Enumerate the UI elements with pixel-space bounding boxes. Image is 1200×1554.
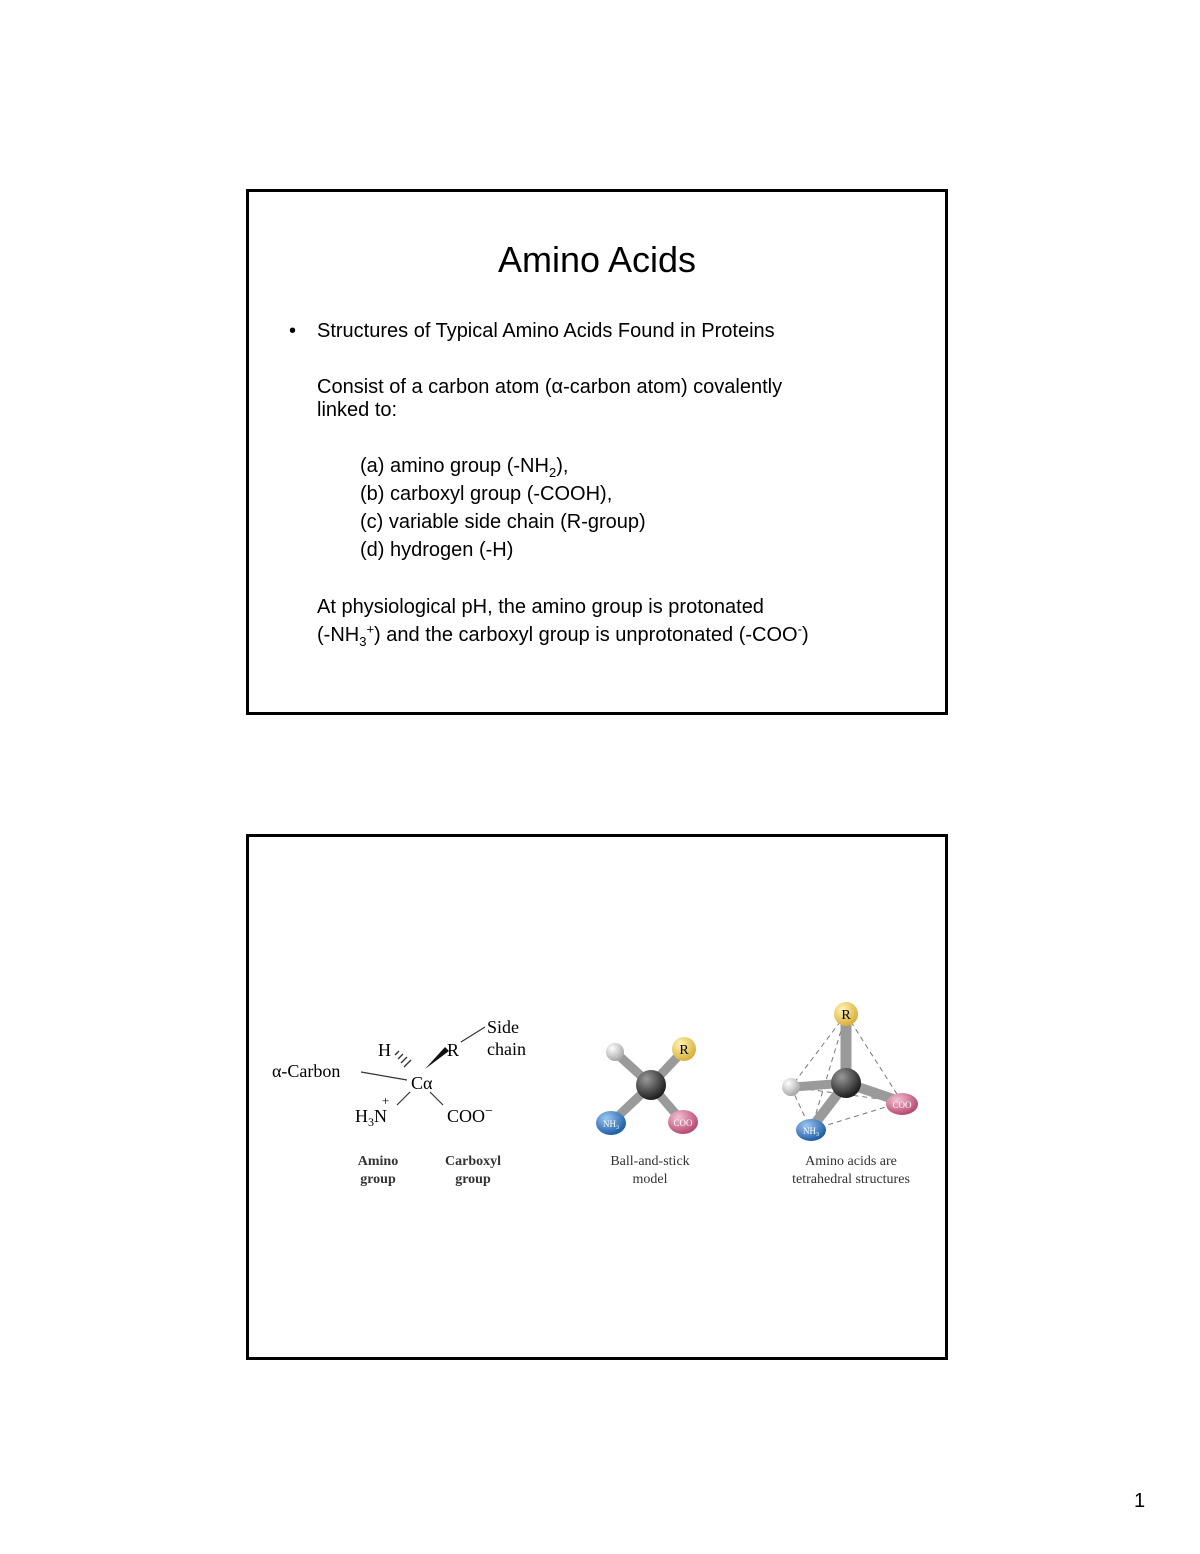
carboxyl-group-caption-1: Carboxyl bbox=[445, 1154, 501, 1169]
page-number: 1 bbox=[1134, 1490, 1146, 1512]
amino-group-caption-1: Amino bbox=[358, 1154, 398, 1169]
wedge-bond-r bbox=[425, 1047, 449, 1069]
tetra-coo-ball-icon bbox=[886, 1093, 918, 1115]
bullet-text: Structures of Typical Amino Acids Found … bbox=[317, 320, 775, 342]
ball-stick-caption-2: model bbox=[633, 1172, 668, 1187]
consist-line-2: linked to: bbox=[317, 399, 398, 421]
bond-n bbox=[396, 1091, 411, 1106]
r-label: R bbox=[447, 1040, 459, 1060]
nh3-ball-icon bbox=[596, 1111, 626, 1135]
consist-line-1: Consist of a carbon atom (α-carbon atom)… bbox=[317, 376, 783, 398]
bond-coo bbox=[429, 1091, 444, 1106]
tetra-nh3-label: NH3 bbox=[803, 1126, 819, 1138]
alpha-carbon-label: α-Carbon bbox=[272, 1061, 340, 1081]
tetrahedral-caption-2: tetrahedral structures bbox=[792, 1172, 910, 1187]
structure-figure: α-Carbon H R Side chain Cα + H3N COO− Am… bbox=[272, 1002, 918, 1187]
tetra-carbon-ball-icon bbox=[831, 1068, 861, 1098]
tetra-r-ball-icon bbox=[834, 1002, 858, 1026]
item-carboxyl-group: (b) carboxyl group (-COOH), bbox=[360, 483, 613, 505]
c-alpha-label: Cα bbox=[411, 1073, 433, 1093]
coo-ball-icon bbox=[668, 1110, 698, 1134]
tetra-r-label: R bbox=[841, 1008, 851, 1023]
item-hydrogen: (d) hydrogen (-H) bbox=[360, 539, 514, 561]
bullet-marker: • bbox=[289, 320, 297, 342]
hydrogen-ball-icon bbox=[606, 1043, 624, 1061]
item-amino-group: (a) amino group (-NH2), bbox=[360, 455, 569, 480]
tetrahedral-caption-1: Amino acids are bbox=[805, 1154, 897, 1169]
tetra-coo-label: COO bbox=[892, 1100, 912, 1110]
ball-stick-caption-1: Ball-and-stick bbox=[610, 1154, 689, 1169]
slide-amino-acids-text: Amino Acids • Structures of Typical Amin… bbox=[246, 189, 948, 715]
amino-group-caption-2: group bbox=[360, 1172, 396, 1187]
ball-and-stick-model: R NH3 COO Ball-and-stick model bbox=[596, 1037, 698, 1187]
carbon-ball-icon bbox=[636, 1070, 666, 1100]
item-side-chain: (c) variable side chain (R-group) bbox=[360, 511, 646, 533]
ph-line-1: At physiological pH, the amino group is … bbox=[317, 596, 764, 618]
hydrogen-label: H bbox=[378, 1040, 391, 1060]
side-chain-pointer bbox=[460, 1026, 486, 1043]
slide-amino-acid-structures: α-Carbon H R Side chain Cα + H3N COO− Am… bbox=[246, 834, 948, 1360]
ball-r-label: R bbox=[679, 1043, 689, 1058]
alpha-carbon-pointer bbox=[360, 1071, 408, 1081]
carboxyl-group-caption-2: group bbox=[455, 1172, 491, 1187]
side-label: Side bbox=[487, 1017, 519, 1037]
slide-title: Amino Acids bbox=[497, 239, 697, 280]
structural-formula: α-Carbon H R Side chain Cα + H3N COO− Am… bbox=[272, 1017, 526, 1187]
r-ball-icon bbox=[672, 1037, 696, 1061]
tetra-nh3-ball-icon bbox=[796, 1119, 826, 1141]
chain-label: chain bbox=[487, 1039, 526, 1059]
hashed-bond-h bbox=[394, 1050, 412, 1068]
ph-line-2: (-NH3+) and the carboxyl group is unprot… bbox=[317, 621, 809, 649]
ball-coo-label: COO bbox=[673, 1118, 693, 1128]
tetrahedral-model: R NH3 COO Amino acids are tetrahedral st… bbox=[782, 1002, 918, 1187]
coo-minus-label: COO− bbox=[447, 1104, 493, 1126]
h3n-label: H3N bbox=[355, 1106, 387, 1129]
ball-nh3-label: NH3 bbox=[603, 1119, 619, 1131]
tetra-hydrogen-ball-icon bbox=[782, 1078, 800, 1096]
plus-label: + bbox=[382, 1093, 389, 1108]
